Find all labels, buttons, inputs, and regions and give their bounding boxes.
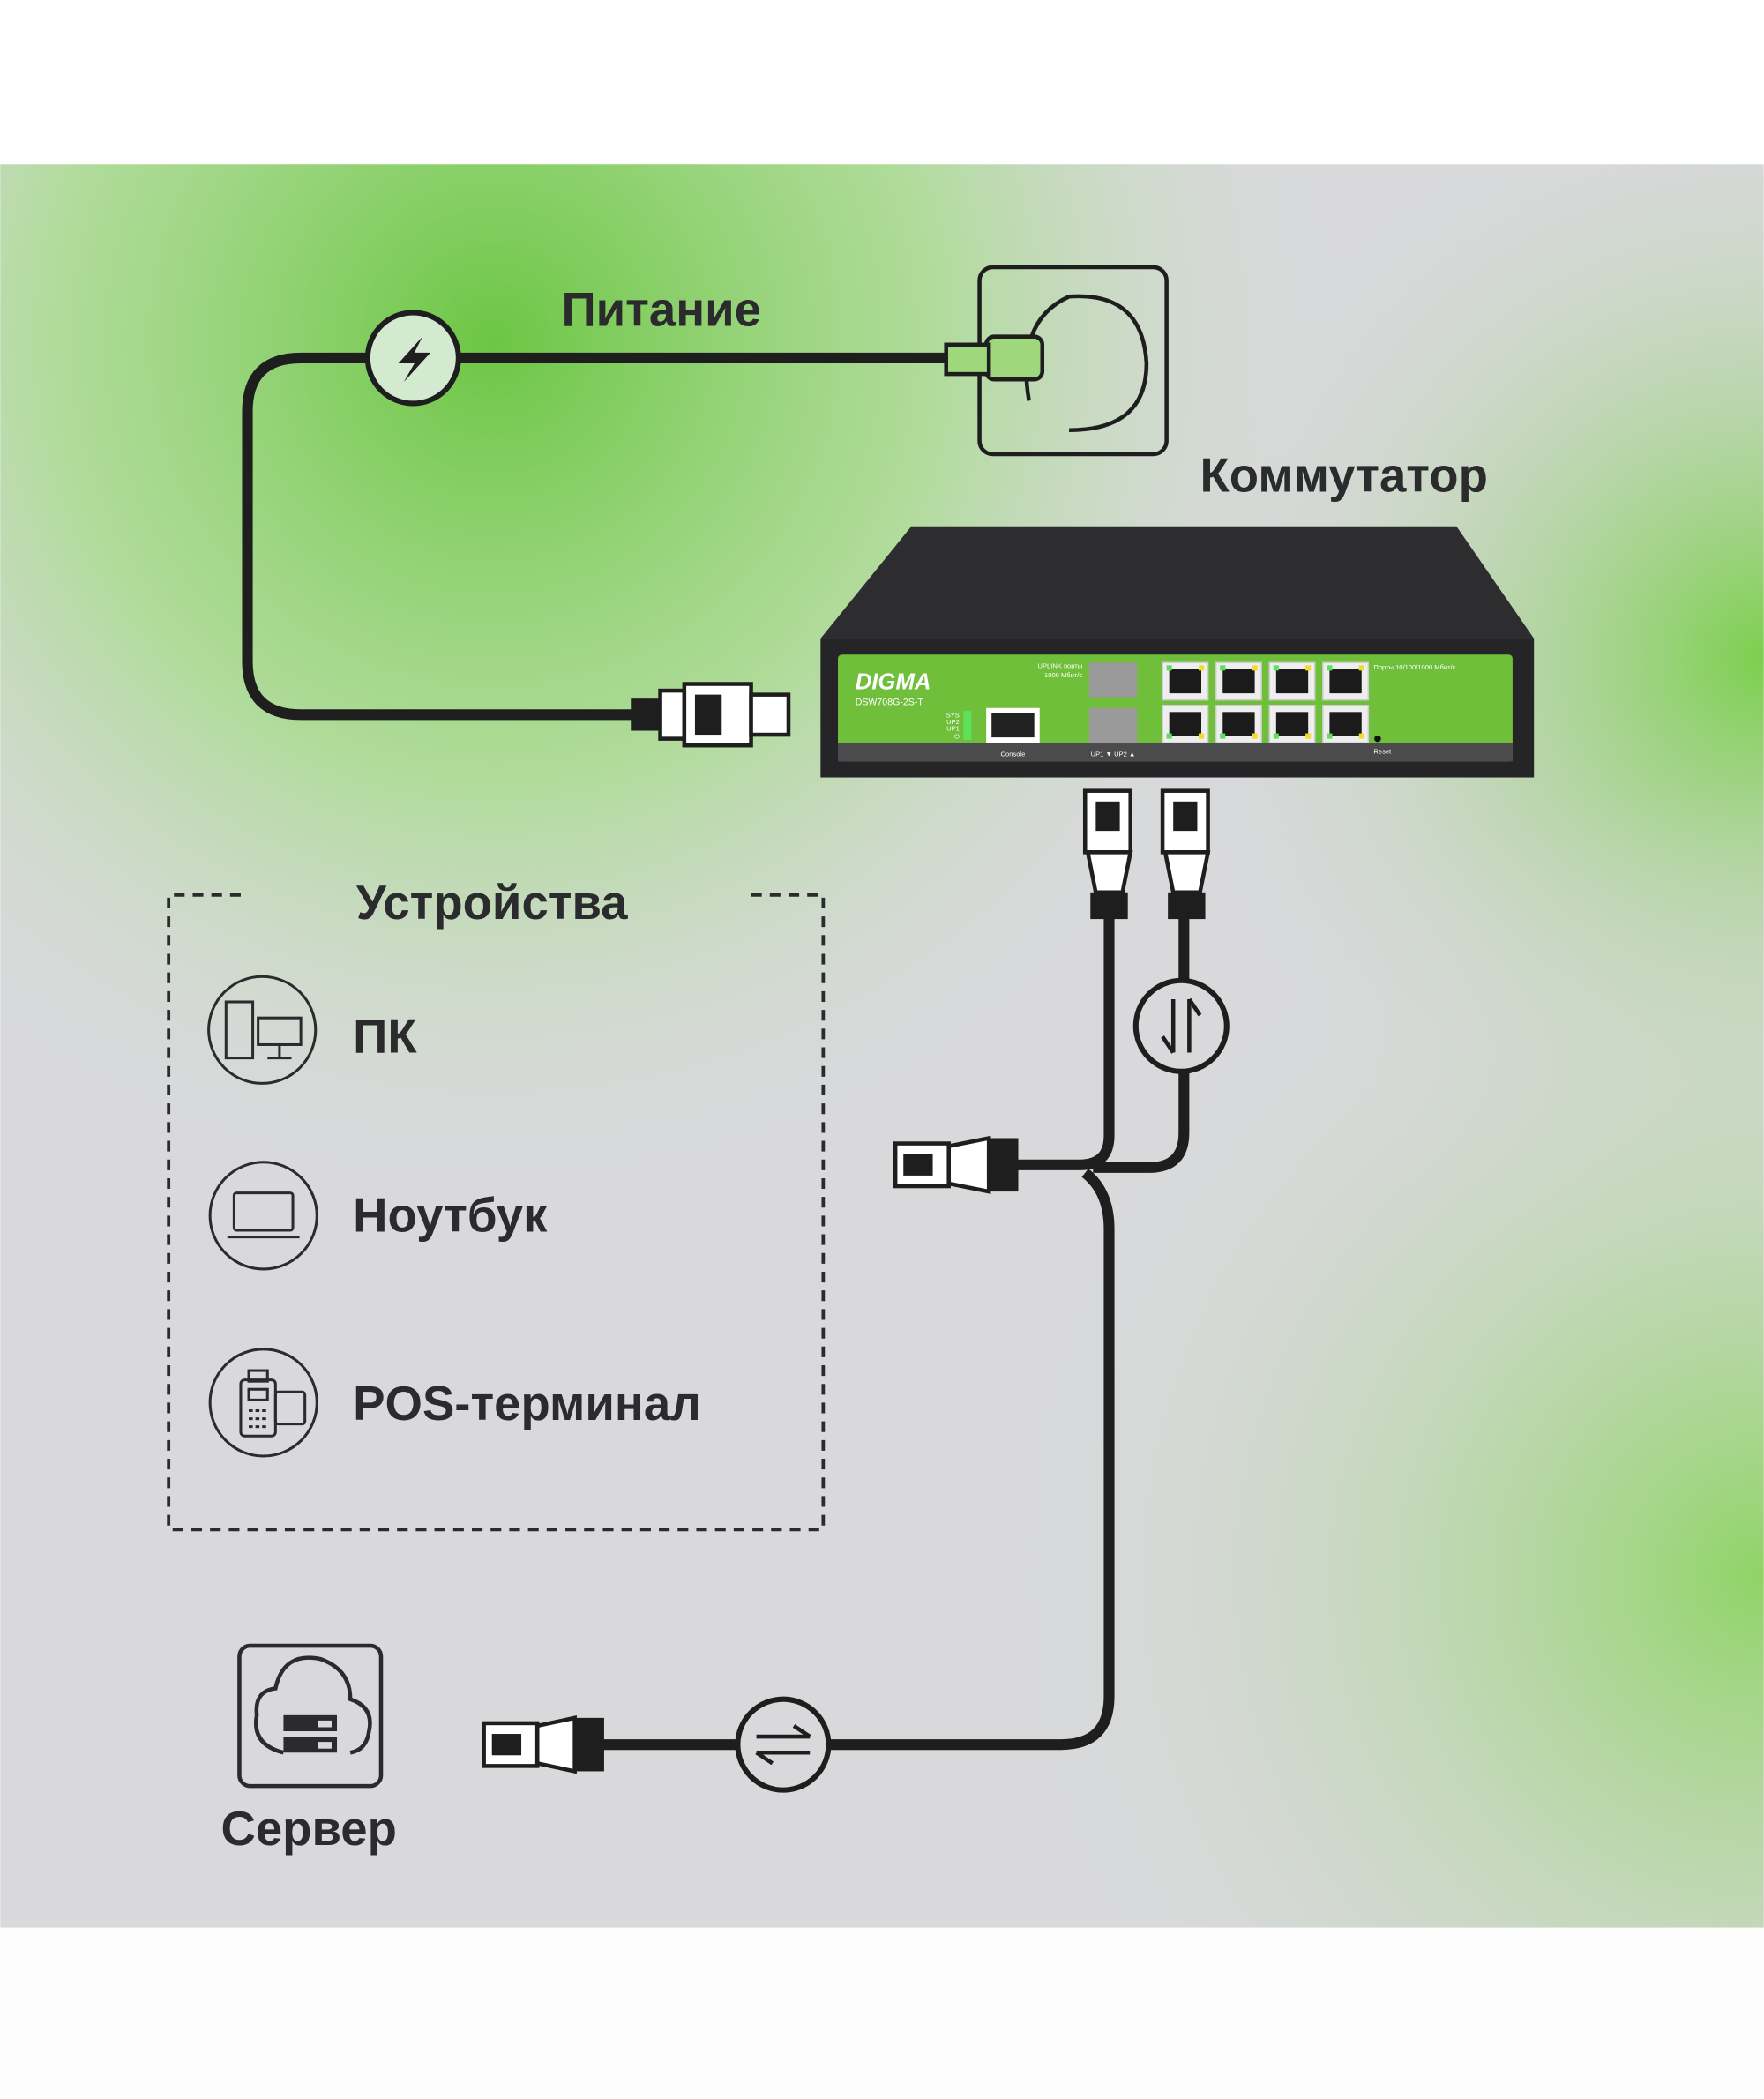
model-name: DSW708G-2S-T bbox=[856, 698, 924, 708]
port-led bbox=[1305, 733, 1312, 739]
device-item: ПК bbox=[207, 975, 417, 1085]
device-item: Ноутбук bbox=[208, 1161, 548, 1271]
switch-label: Коммутатор bbox=[1200, 448, 1487, 502]
port-led bbox=[1166, 665, 1172, 671]
top-margin bbox=[0, 0, 1764, 165]
device-item: POS-терминал bbox=[208, 1348, 701, 1458]
reset-button[interactable] bbox=[1374, 735, 1381, 743]
port-led bbox=[1166, 733, 1172, 739]
power-label: Питание bbox=[561, 283, 760, 337]
console-label: Console bbox=[1001, 750, 1026, 758]
uplink-speed-label: 1000 Мбит/с bbox=[1044, 671, 1082, 679]
sfp-port-up1[interactable] bbox=[1088, 662, 1138, 698]
rj45-connector-server bbox=[482, 1715, 604, 1774]
bottom-margin bbox=[0, 1927, 1764, 2095]
device-label: Ноутбук bbox=[353, 1189, 548, 1243]
port-led bbox=[1273, 733, 1279, 739]
brand-logo: DIGMA bbox=[856, 670, 931, 695]
sfp-label: UP1 ▼ UP2 ▲ bbox=[1091, 750, 1136, 758]
power-plug-icon bbox=[631, 682, 791, 748]
port-led bbox=[1198, 733, 1205, 739]
port-socket bbox=[1329, 669, 1362, 694]
port-led bbox=[1273, 665, 1279, 671]
svg-text:UP1: UP1 bbox=[946, 725, 960, 733]
port-led bbox=[1358, 665, 1364, 671]
port-socket bbox=[1329, 712, 1362, 736]
port-socket bbox=[1222, 669, 1255, 694]
laptop-icon bbox=[208, 1161, 318, 1271]
rj45-connector-right bbox=[1160, 788, 1211, 920]
wall-socket-icon bbox=[944, 265, 1169, 457]
port-led bbox=[1327, 665, 1333, 671]
port-led bbox=[1220, 665, 1226, 671]
port-socket bbox=[1222, 712, 1255, 736]
svg-text:SYS: SYS bbox=[946, 711, 960, 719]
device-label: ПК bbox=[353, 1010, 417, 1064]
ethernet-cable-server bbox=[601, 1169, 1115, 1751]
data-exchange-icon-horizontal bbox=[735, 1696, 832, 1793]
power-cable bbox=[242, 352, 949, 721]
rj45-connector-devices bbox=[893, 1135, 1019, 1194]
port-led bbox=[1220, 733, 1226, 739]
uplink-label: UPLINK порты bbox=[1038, 661, 1083, 669]
status-leds: SYS UP2 UP1 ⏻ bbox=[946, 710, 972, 741]
ethernet-cable-devices bbox=[1015, 916, 1115, 1170]
port-socket bbox=[1275, 712, 1309, 736]
port-led bbox=[1252, 665, 1258, 671]
port-socket bbox=[1275, 669, 1309, 694]
server-icon bbox=[237, 1643, 384, 1789]
svg-text:UP2: UP2 bbox=[946, 718, 960, 726]
port-led bbox=[1327, 733, 1333, 739]
port-socket bbox=[1169, 669, 1202, 694]
rj45-connector-left bbox=[1082, 788, 1133, 920]
port-led bbox=[1358, 733, 1364, 739]
devices-group: Устройства ПК Ноутбук bbox=[167, 876, 826, 1532]
network-switch: DIGMA DSW708G-2S-T UPLINK порты 1000 Мби… bbox=[820, 526, 1535, 778]
device-label: POS-терминал bbox=[353, 1377, 701, 1430]
svg-text:⏻: ⏻ bbox=[954, 733, 960, 741]
ethernet-ports bbox=[1162, 661, 1370, 743]
desktop-pc-icon bbox=[207, 975, 318, 1085]
data-exchange-icon-vertical bbox=[1132, 977, 1230, 1074]
server-label: Сервер bbox=[221, 1802, 397, 1856]
port-socket bbox=[1169, 712, 1202, 736]
power-icon bbox=[364, 310, 461, 407]
sfp-port-up2[interactable] bbox=[1088, 707, 1138, 743]
reset-label: Reset bbox=[1373, 747, 1392, 755]
port-led bbox=[1198, 665, 1205, 671]
devices-title: Устройства bbox=[356, 876, 628, 930]
ports-label: Порты 10/100/1000 Мбит/с bbox=[1373, 663, 1455, 671]
port-led bbox=[1252, 733, 1258, 739]
pos-terminal-icon bbox=[208, 1348, 318, 1458]
port-led bbox=[1305, 665, 1312, 671]
